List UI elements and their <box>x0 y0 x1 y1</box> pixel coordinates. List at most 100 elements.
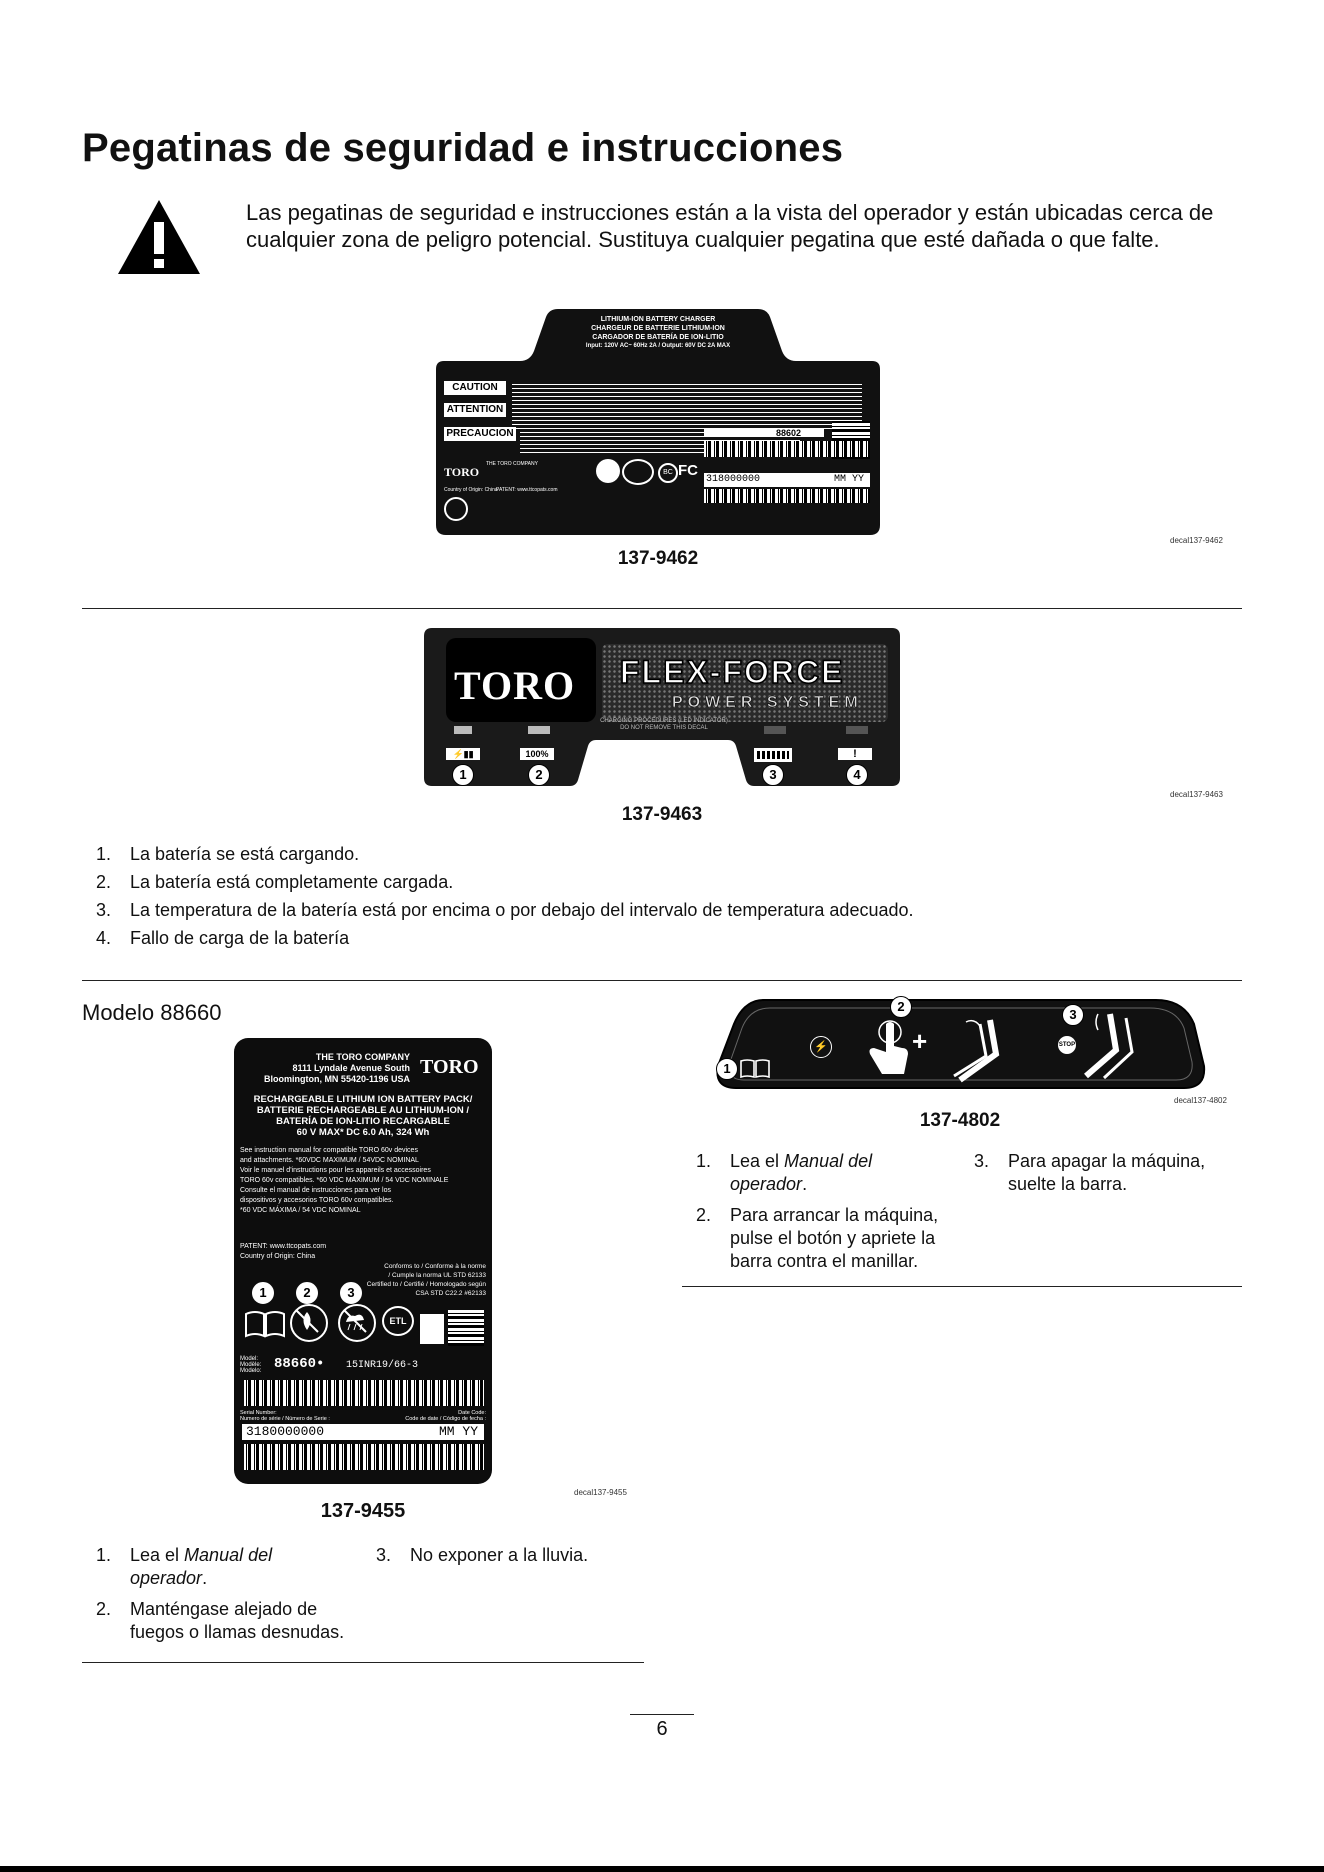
patent-block: PATENT: www.ttcopats.com Country of Orig… <box>240 1242 326 1262</box>
date-label: Date Code: Code de date / Código de fech… <box>405 1410 486 1422</box>
note-line: *60 VDC MÁXIMA / 54 VDC NOMINAL <box>240 1207 361 1214</box>
warning-triangle-icon <box>118 200 200 274</box>
patent-text: PATENT: www.ttcopats.com <box>240 1243 327 1250</box>
insert-code-box <box>420 1314 444 1344</box>
no-rain-icon <box>338 1304 376 1342</box>
charger-header-line: LITHIUM-ION BATTERY CHARGER <box>600 316 716 323</box>
barcode-icon <box>244 1380 484 1406</box>
list-text: La temperatura de la batería está por en… <box>130 900 914 920</box>
decal-137-4802: 1 ⚡ 2 + 3 STOP <box>714 996 1206 1092</box>
decal-code-9463: 137-9463 <box>621 804 703 825</box>
list-num: 3. <box>96 900 112 920</box>
callout-3: 3 <box>340 1282 362 1304</box>
list-text: Para arrancar la máquina, pulse el botón… <box>730 1205 939 1271</box>
certification-mark-icon <box>596 459 620 483</box>
list-text: Para apagar la máquina, suelte la barra. <box>1008 1151 1206 1194</box>
bc-mark-icon: BC <box>658 463 678 483</box>
list-num: 3. <box>974 1151 990 1171</box>
page-number-rule <box>630 1714 694 1715</box>
date-sub-text: Code de date / Código de fecha : <box>405 1416 486 1422</box>
no-flame-icon <box>290 1304 328 1342</box>
country-text: Country of Origin: China <box>240 1253 316 1260</box>
company-line: 8111 Lyndale Avenue South <box>292 1063 410 1073</box>
led-indicator-icon <box>528 726 550 734</box>
section-divider <box>682 1286 1242 1287</box>
battery-pack-title: RECHARGEABLE LITHIUM ION BATTERY PACK/ B… <box>240 1094 486 1138</box>
charger-input-line: Input: 120V AC~ 60Hz 2A / Output: 60V DC… <box>585 343 731 349</box>
attention-text-block <box>512 407 862 429</box>
press-button-hand-icon <box>869 1020 908 1074</box>
list-text: La batería se está cargando. <box>130 844 360 864</box>
conforms-line: CSA STD C22.2 #62133 <box>415 1290 486 1297</box>
fcc-mark-icon: FC <box>678 462 698 479</box>
page-bottom-edge <box>0 1866 1324 1872</box>
serial-field: 3180000000 MM YY <box>242 1424 484 1440</box>
conforms-line: / Cumple la norma UL STD 62133 <box>388 1272 486 1279</box>
list-num: 1. <box>696 1151 712 1171</box>
model-field: 88602 <box>704 428 824 438</box>
full-battery-icon: 100% <box>520 748 554 760</box>
conforms-line: Conforms to / Conforme à la norme <box>384 1263 486 1270</box>
decal-code-9455: 137-9455 <box>320 1500 406 1522</box>
date-code: MM YY <box>833 474 864 485</box>
procedure-title-text: CHARGING PROCEDURES (LED INDICATOR) <box>600 718 728 724</box>
serial-number: 3180000000 <box>246 1424 325 1439</box>
toro-logo: TORO <box>420 1056 479 1078</box>
note-line: Consulte el manual de instrucciones para… <box>240 1187 391 1194</box>
decal-137-9455: THE TORO COMPANY 8111 Lyndale Avenue Sou… <box>234 1038 492 1484</box>
decal-137-9463: TORO FLEX-FORCE POWER SYSTEM CHARGING PR… <box>424 628 900 786</box>
list-num: 1. <box>96 844 112 864</box>
pack-line: BATTERIE RECHARGEABLE AU LITHIUM-ION / <box>256 1105 470 1116</box>
decal-ref-9462: decal137-9462 <box>1170 536 1223 545</box>
company-line: THE TORO COMPANY <box>315 1052 410 1062</box>
precaucion-label: PRECAUCION <box>444 427 516 441</box>
section-divider <box>82 608 1242 609</box>
callout-1: 1 <box>252 1282 274 1304</box>
decal-code-9462: 137-9462 <box>617 548 699 569</box>
decal-code-4802: 137-4802 <box>919 1110 1001 1131</box>
list-text: Fallo de carga de la batería <box>130 928 350 948</box>
patent-text: PATENT: www.ttcopats.com <box>496 487 558 493</box>
decal-ref-4802: decal137-4802 <box>1174 1096 1227 1105</box>
attention-label: ATTENTION <box>444 403 506 417</box>
list-num: 2. <box>96 872 112 892</box>
temperature-battery-icon <box>754 748 792 762</box>
operator-manual-icon <box>740 1059 770 1078</box>
power-icon: ⚡ <box>810 1036 832 1058</box>
cell-spec: 15INR19/66-3 <box>346 1360 419 1371</box>
list-text-italic: Manual del operador <box>730 1151 873 1194</box>
model-number: 88660• <box>274 1356 325 1372</box>
callout-2: 2 <box>890 996 912 1018</box>
note-line: TORO 60v compatibles. *60 VDC MAXIMUM / … <box>240 1177 449 1184</box>
power-system-text: POWER SYSTEM <box>672 694 863 712</box>
qr-code-icon <box>448 1310 484 1346</box>
model-heading: Modelo 88660 <box>82 1000 222 1025</box>
company-block: THE TORO COMPANY 8111 Lyndale Avenue Sou… <box>240 1052 410 1085</box>
etl-mark-icon <box>444 497 468 521</box>
notes-block: See instruction manual for compatible TO… <box>240 1146 490 1216</box>
flex-force-logo: FLEX-FORCE POWER SYSTEM <box>602 644 888 722</box>
operator-manual-icon <box>245 1311 285 1338</box>
etl-mark-icon: ETL <box>382 1306 414 1336</box>
toro-logo: TORO <box>444 465 480 479</box>
serial-field: 318000000 MM YY <box>704 473 870 487</box>
model-number: 88602 <box>776 428 802 438</box>
note-line: and attachments. *60VDC MAXIMUM / 54VDC … <box>240 1157 419 1164</box>
toro-logo-panel: TORO <box>446 638 596 722</box>
charger-header-line: CHARGEUR DE BATTERIE LITHIUM-ION <box>591 325 725 332</box>
decal-ref-9455: decal137-9455 <box>574 1488 627 1497</box>
note-line: See instruction manual for compatible TO… <box>240 1147 418 1154</box>
pack-line: 60 V MAX* DC 6.0 Ah, 324 Wh <box>296 1127 430 1138</box>
decal-137-9462: LITHIUM-ION BATTERY CHARGER CHARGEUR DE … <box>436 309 880 535</box>
decal-ref-9463: decal137-9463 <box>1170 790 1223 799</box>
note-line: dispositivos y accesorios TORO 60v compa… <box>240 1197 394 1204</box>
serial-label-text: Serial Number: <box>240 1410 277 1416</box>
flex-force-text: FLEX-FORCE <box>619 653 845 691</box>
list-num: 2. <box>96 1599 112 1619</box>
barcode-icon <box>704 489 870 503</box>
callout-2: 2 <box>528 764 550 786</box>
pack-line: BATERÍA DE ION-LITIO RECARGABLE <box>276 1116 450 1127</box>
legend-list-9455: 1. Lea el Manual del operador. 2. Mantén… <box>96 1540 656 1650</box>
led-indicator-icon <box>764 726 786 734</box>
led-indicator-icon <box>454 726 472 734</box>
